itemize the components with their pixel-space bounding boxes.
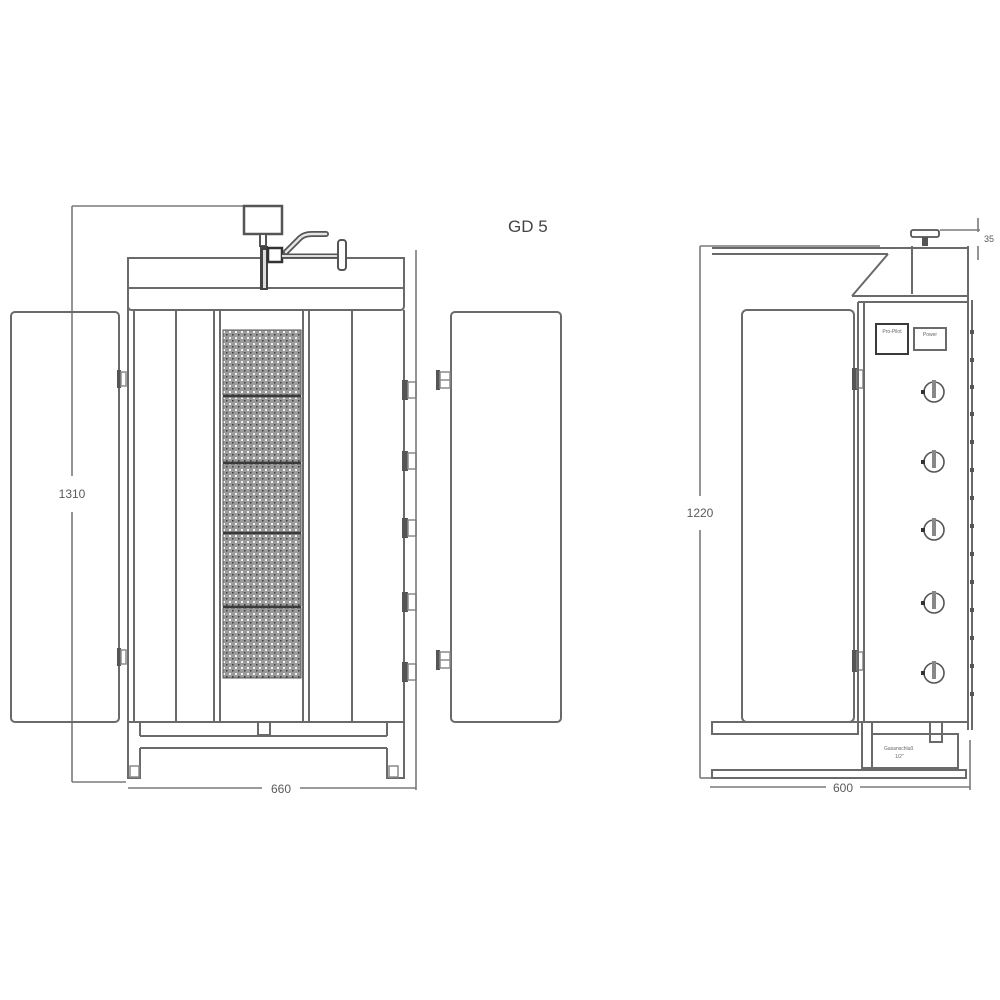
front-height-label: 1310: [59, 487, 86, 501]
knob-icon: [402, 518, 417, 538]
right-door: [436, 311, 562, 723]
side-depth-label: 600: [833, 781, 853, 795]
knob-icon: [402, 380, 417, 400]
front-width-dimension: 660: [128, 250, 417, 796]
side-height-label: 1220: [687, 506, 714, 520]
side-back-rail: [970, 300, 974, 730]
control-knob-icon: [921, 518, 945, 541]
left-door-hinge-top-icon: [117, 370, 127, 388]
control-knob-icon: [921, 591, 945, 614]
side-control-panel: Pro-Pilot Power: [875, 323, 947, 355]
knob-icon: [402, 451, 417, 471]
front-body: [127, 310, 405, 723]
gas-connection-size: 1/2": [895, 754, 904, 760]
side-body: [857, 302, 865, 722]
burner-mesh: [222, 329, 302, 679]
knob-icon: [402, 592, 417, 612]
side-top-hood: [712, 229, 969, 730]
panel-label-power: Power: [923, 332, 938, 338]
control-knob-icon: [921, 450, 945, 473]
control-knob-icon: [921, 661, 945, 684]
gas-connection-label: Gasanschluß: [884, 746, 913, 752]
panel-label-pro-pilot: Pro-Pilot: [882, 329, 902, 335]
control-knob-icon: [921, 380, 945, 403]
left-door-hinge-bottom-icon: [117, 648, 127, 666]
model-label: GD 5: [508, 217, 548, 236]
side-door: [741, 309, 864, 723]
knob-icon: [402, 662, 417, 682]
side-view: 1220 35: [687, 218, 994, 795]
right-door-hinge-bottom-icon: [436, 650, 451, 670]
front-view: 1310: [10, 204, 562, 796]
front-width-label: 660: [271, 782, 291, 796]
side-height-dimension: 1220: [687, 245, 880, 779]
side-top-offset-label: 35: [984, 234, 994, 244]
front-base-frame: [127, 721, 405, 779]
side-base: Gasanschluß 1/2": [711, 721, 968, 779]
side-depth-dimension: 600: [710, 740, 971, 795]
front-height-dimension: 1310: [59, 205, 250, 783]
right-door-hinge-top-icon: [436, 370, 451, 390]
side-control-knobs: [921, 380, 945, 684]
side-top-knob-icon: [910, 229, 940, 246]
motor-assembly: [242, 204, 347, 290]
left-door: [10, 311, 127, 723]
side-top-offset-dimension: 35: [940, 218, 994, 260]
